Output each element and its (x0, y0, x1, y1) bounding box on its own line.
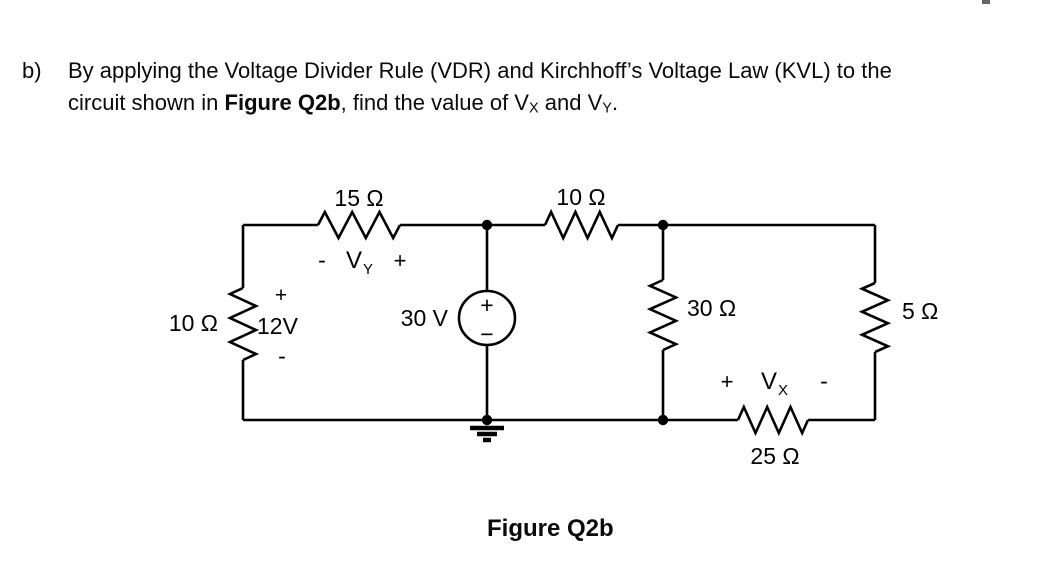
wires (241, 223, 877, 422)
voltage-source-30v-circle (457, 289, 517, 347)
figure-reference: Figure Q2b (224, 90, 341, 115)
resistor-30ohm-symbol (646, 278, 680, 352)
vy-plus: + (394, 248, 407, 273)
question-line2-and: and V (538, 90, 603, 115)
question-line1: By applying the Voltage Divider Rule (VD… (68, 58, 892, 83)
ground-icon (470, 425, 504, 443)
figure-caption: Figure Q2b (487, 515, 614, 542)
v12-label: 12V (257, 313, 299, 339)
vy-symbol: V (346, 247, 362, 274)
voltage-source-minus: − (480, 321, 493, 347)
question-line2: circuit shown in Figure Q2b, find the va… (68, 90, 619, 117)
voltage-source-plus: + (480, 292, 493, 318)
question-line2-end: . (611, 90, 619, 115)
junction-dot (481, 219, 493, 231)
question-text: By applying the Voltage Divider Rule (VD… (68, 55, 1022, 125)
vx-symbol: V (761, 368, 777, 395)
resistor-15ohm-label: 15 Ω (334, 185, 383, 211)
resistor-5ohm-symbol (858, 281, 892, 354)
resistor-30ohm-label: 30 Ω (687, 295, 736, 321)
question-line2-pre: circuit shown in (68, 90, 225, 115)
junction-dot (481, 414, 493, 426)
resistor-25ohm-label: 25 Ω (750, 443, 799, 469)
vx-plus: + (721, 369, 734, 394)
question-block: b) By applying the Voltage Divider Rule … (22, 55, 1022, 125)
junction-dot (657, 414, 669, 426)
vx-subscript: X (528, 100, 539, 117)
v12-minus: - (278, 343, 286, 369)
vy-symbol-subscript: Y (363, 261, 373, 278)
vy-subscript: Y (602, 100, 612, 117)
v12-plus: + (275, 284, 287, 307)
junction-dots (481, 219, 669, 426)
vx-symbol-subscript: X (778, 382, 788, 399)
resistor-25ohm-symbol (736, 403, 810, 437)
resistor-5ohm-label: 5 Ω (902, 298, 938, 324)
question-line2-mid: , find the value of V (340, 90, 529, 115)
resistor-10ohm-top-label: 10 Ω (556, 184, 605, 210)
vx-minus: - (820, 368, 828, 394)
resistor-10ohm-top-symbol (543, 208, 620, 242)
question-item-label: b) (22, 58, 42, 83)
source-30v-label: 30 V (401, 305, 449, 331)
scan-artifact (982, 0, 990, 4)
resistor-10ohm-left-label: 10 Ω (169, 310, 218, 336)
resistor-symbols (226, 208, 892, 437)
junction-dot (657, 219, 669, 231)
resistor-10ohm-left-symbol (226, 286, 260, 362)
resistor-15ohm-symbol (316, 209, 402, 241)
vy-minus: - (318, 247, 326, 273)
